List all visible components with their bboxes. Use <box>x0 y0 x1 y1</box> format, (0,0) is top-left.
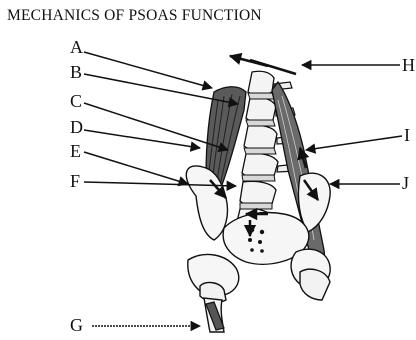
label-j: J <box>402 174 409 192</box>
label-f: F <box>70 172 80 190</box>
label-d: D <box>70 118 83 136</box>
label-b: B <box>70 63 82 81</box>
label-i: I <box>404 126 410 144</box>
label-g: G <box>70 316 83 334</box>
label-a: A <box>70 38 83 56</box>
label-c: C <box>70 92 82 110</box>
label-h: H <box>402 56 415 74</box>
label-e: E <box>70 142 81 160</box>
